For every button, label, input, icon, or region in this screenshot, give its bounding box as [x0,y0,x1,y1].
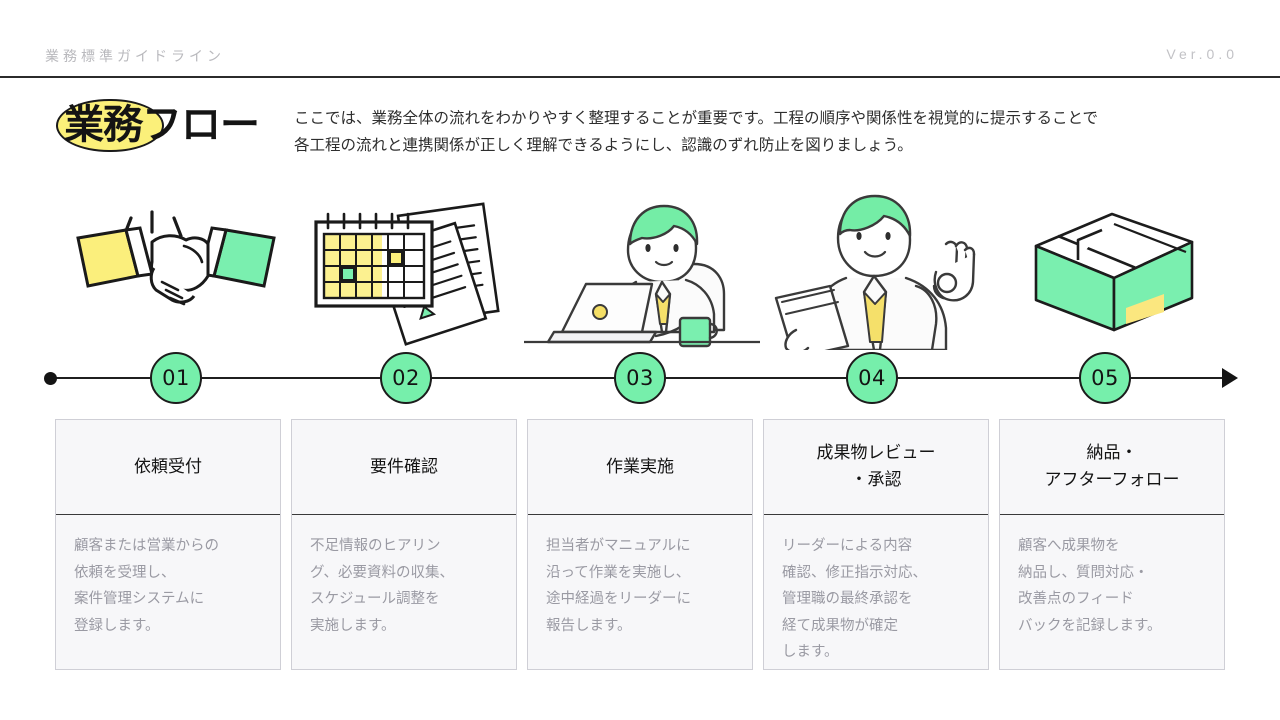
step-body-line: 沿って作業を実施し、 [546,564,691,581]
step-card-body: リーダーによる内容 確認、修正指示対応、 管理職の最終承認を 経て成果物が確定 … [764,515,988,669]
step-card-04[interactable]: 成果物レビュー ・承認 リーダーによる内容 確認、修正指示対応、 管理職の最終承… [763,419,989,670]
person-laptop-illustration [524,190,760,350]
step-card-header: 依頼受付 [56,420,280,515]
timeline-end-arrow-icon [1222,368,1238,388]
step-card-title: 依頼受付 [134,454,202,481]
step-card-body: 顧客または営業からの 依頼を受理し、 案件管理システムに 登録します。 [56,515,280,669]
step-body-line: バックを記録します。 [1018,617,1162,634]
timeline-node-04[interactable]: 04 [846,352,898,404]
step-body-line: します。 [782,644,839,660]
step-title-line: 依頼受付 [134,456,202,477]
timeline-node-label: 04 [858,366,886,390]
timeline-node-03[interactable]: 03 [614,352,666,404]
version-label: Ver.0.0 [1166,46,1238,62]
step-body-line: スケジュール調整を [310,591,440,607]
step-title-line: 納品・ [1086,443,1138,463]
step-title-line: アフターフォロー [1044,470,1180,490]
step-body-line: 顧客または営業からの [74,538,219,554]
step-body-line: 登録します。 [74,617,160,634]
step-body-line: 不足情報のヒアリン [310,538,441,554]
step-card-header: 要件確認 [292,420,516,515]
step-body-line: 報告します。 [546,617,632,634]
title-highlight-ellipse [56,99,164,152]
step-body-line: 確認、修正指示対応、 [782,564,927,581]
step-card-title: 作業実施 [606,454,674,481]
step-body-line: 案件管理システムに [74,591,205,607]
step-title-line: ・承認 [850,470,902,490]
handshake-illustration [58,190,294,350]
step-body-line: 担当者がマニュアルに [546,538,691,554]
step-card-02[interactable]: 要件確認 不足情報のヒアリン グ、必要資料の収集、 スケジュール調整を 実施しま… [291,419,517,670]
step-body-line: 依頼を受理し、 [74,564,176,581]
timeline-start-dot [44,372,57,385]
step-body-line: 改善点のフィード [1018,591,1134,607]
timeline-node-01[interactable]: 01 [150,352,202,404]
description-line-1: ここでは、業務全体の流れをわかりやすく整理することが重要です。工程の順序や関係性… [294,109,1098,127]
step-card-body: 顧客へ成果物を 納品し、質問対応・ 改善点のフィード バックを記録します。 [1000,515,1224,669]
step-card-body: 不足情報のヒアリン グ、必要資料の収集、 スケジュール調整を 実施します。 [292,515,516,669]
timeline-node-label: 03 [626,366,654,390]
step-card-01[interactable]: 依頼受付 顧客または営業からの 依頼を受理し、 案件管理システムに 登録します。 [55,419,281,670]
step-card-05[interactable]: 納品・ アフターフォロー 顧客へ成果物を 納品し、質問対応・ 改善点のフィード … [999,419,1225,670]
illustration-row [0,190,1280,350]
step-card-row: 依頼受付 顧客または営業からの 依頼を受理し、 案件管理システムに 登録します。… [0,419,1280,670]
timeline-node-02[interactable]: 02 [380,352,432,404]
description-paragraph: ここでは、業務全体の流れをわかりやすく整理することが重要です。工程の順序や関係性… [294,105,1234,159]
timeline-node-05[interactable]: 05 [1079,352,1131,404]
document-title: 業務標準ガイドライン [45,48,225,64]
step-card-03[interactable]: 作業実施 担当者がマニュアルに 沿って作業を実施し、 途中経過をリーダーに 報告… [527,419,753,670]
step-title-line: 作業実施 [606,456,674,477]
step-card-header: 納品・ アフターフォロー [1000,420,1224,515]
step-body-line: 納品し、質問対応・ [1018,564,1149,581]
cardboard-box-illustration [996,190,1232,350]
step-body-line: 顧客へ成果物を [1018,538,1120,554]
step-card-title: 納品・ アフターフォロー [1045,440,1180,494]
step-body-line: 経て成果物が確定 [782,617,898,634]
step-card-header: 成果物レビュー ・承認 [764,420,988,515]
slide-header: 業務標準ガイドライン Ver.0.0 [0,0,1280,78]
description-line-2: 各工程の流れと連携関係が正しく理解できるようにし、認識のずれ防止を図りましょう。 [294,136,913,154]
step-card-title: 成果物レビュー ・承認 [817,440,936,494]
step-title-line: 要件確認 [370,456,438,477]
timeline-node-label: 05 [1091,366,1119,390]
timeline-node-label: 01 [162,366,190,390]
step-body-line: リーダーによる内容 [782,538,913,554]
process-timeline: 01 02 03 04 05 [0,352,1280,404]
step-body-line: 途中経過をリーダーに [546,591,691,607]
step-card-header: 作業実施 [528,420,752,515]
calendar-documents-illustration [294,190,530,350]
step-card-body: 担当者がマニュアルに 沿って作業を実施し、 途中経過をリーダーに 報告します。 [528,515,752,669]
step-body-line: 実施します。 [310,617,396,634]
step-body-line: グ、必要資料の収集、 [310,564,454,581]
timeline-node-label: 02 [392,366,420,390]
page-title-text: 業務フロー [64,102,260,148]
step-title-line: 成果物レビュー [816,443,936,463]
step-body-line: 管理職の最終承認を [782,591,913,607]
page-title: 業務フロー [48,96,284,156]
person-ok-sign-illustration [760,190,996,350]
step-card-title: 要件確認 [370,454,438,481]
